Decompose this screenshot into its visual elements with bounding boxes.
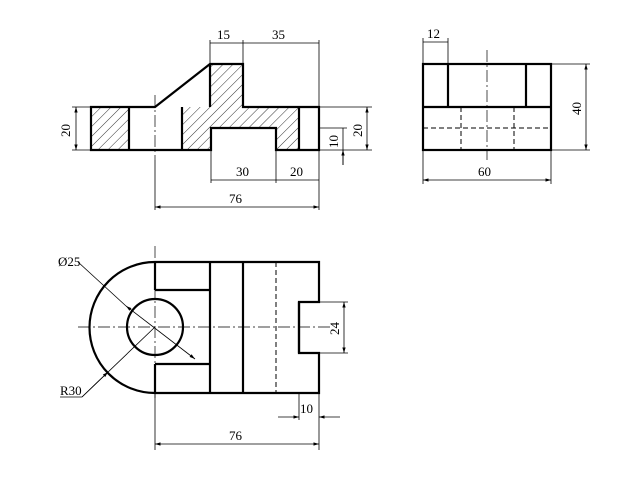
hatch-center bbox=[182, 64, 299, 150]
dim-hole-diameter: Ø25 bbox=[58, 254, 80, 269]
dim-left-height: 20 bbox=[58, 124, 73, 137]
side-view: 12 40 60 bbox=[421, 26, 590, 184]
dim-top-step: 15 bbox=[217, 27, 230, 42]
dim-radius: R30 bbox=[60, 383, 82, 398]
dim-right-height: 20 bbox=[350, 124, 365, 137]
dim-top-slot-depth: 10 bbox=[300, 401, 313, 416]
dim-right-offset: 20 bbox=[290, 164, 303, 179]
top-outline bbox=[88, 260, 321, 395]
dim-side-height: 40 bbox=[569, 102, 584, 115]
dim-side-top-width: 12 bbox=[427, 26, 440, 41]
dim-side-width: 60 bbox=[478, 164, 491, 179]
front-view: 15 35 20 20 10 30 20 76 bbox=[58, 27, 372, 210]
dim-overall-length: 76 bbox=[229, 191, 243, 206]
hatch-left bbox=[91, 107, 129, 150]
dim-slot-width: 30 bbox=[236, 164, 249, 179]
dim-top-length: 35 bbox=[272, 27, 285, 42]
dim-top-overall-length: 76 bbox=[229, 428, 243, 443]
dim-top-slot-width: 24 bbox=[327, 322, 342, 336]
dim-slot-depth: 10 bbox=[326, 135, 341, 148]
top-view: Ø25 R30 24 10 76 bbox=[58, 246, 348, 450]
